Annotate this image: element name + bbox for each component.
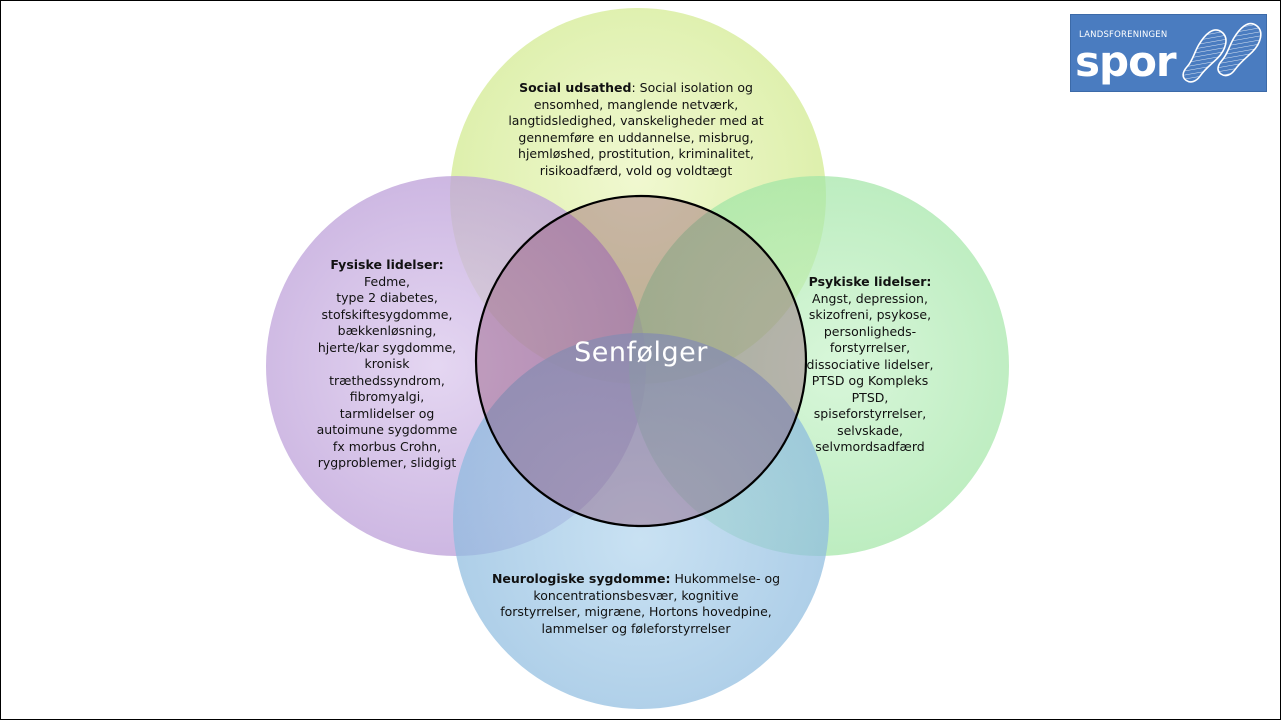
text-physical-line-4: bækkenløsning, bbox=[337, 323, 437, 338]
text-neurological-line-3: forstyrrelser, migræne, Hortons hovedpin… bbox=[500, 604, 772, 619]
text-psychiatric-line-3: personligheds- bbox=[823, 323, 917, 339]
text-neurological-line-1: Hukommelse- og bbox=[670, 571, 781, 586]
text-physical-line-2: type 2 diabetes, bbox=[336, 290, 438, 305]
text-physical-line-9: tarmlidelser og bbox=[339, 405, 435, 421]
text-physical-line-11: fx morbus Crohn, bbox=[332, 438, 442, 454]
heading-neurological: Neurologiske sygdomme: bbox=[491, 571, 671, 586]
text-psychiatric: Psykiske lidelser: Angst, depression, sk… bbox=[777, 274, 963, 456]
heading-psychiatric: Psykiske lidelser: bbox=[808, 274, 932, 289]
text-social-line-1: : Social isolation og bbox=[631, 80, 753, 95]
heading-social: Social udsathed bbox=[519, 80, 632, 95]
text-physical-line-10: autoimune sygdomme bbox=[316, 422, 458, 437]
text-psychiatric-line-9: selvskade, bbox=[837, 422, 903, 438]
text-social-line-4: gennemføre en uddannelse, misbrug, bbox=[518, 129, 754, 145]
text-neurological-line-4: lammelser og føleforstyrrelser bbox=[541, 620, 731, 636]
text-social: Social udsathed: Social isolation og ens… bbox=[481, 80, 791, 179]
circle-center bbox=[474, 194, 808, 528]
text-psychiatric-line-4: forstyrrelser, bbox=[829, 340, 911, 355]
text-physical-line-7: træthedssyndrom, bbox=[329, 372, 445, 388]
text-physical-line-5: hjerte/kar sygdomme, bbox=[317, 339, 457, 355]
text-physical-line-3: stofskiftesygdomme, bbox=[321, 306, 453, 322]
text-psychiatric-line-7: PTSD, bbox=[851, 389, 889, 405]
text-physical-line-6: kronisk bbox=[364, 356, 410, 371]
heading-physical: Fysiske lidelser: bbox=[330, 257, 444, 272]
footprints-icon bbox=[1182, 22, 1262, 83]
center-label: Senfølger bbox=[574, 337, 708, 368]
logo: LANDSFORENINGEN spor bbox=[1070, 14, 1267, 92]
text-physical: Fysiske lidelser: Fedme, type 2 diabetes… bbox=[297, 257, 477, 472]
text-psychiatric-line-1: Angst, depression, bbox=[812, 290, 928, 306]
text-social-line-5: hjemløshed, prostitution, kriminalitet, bbox=[518, 146, 754, 161]
text-social-line-3: langtidsledighed, vanskeligheder med at bbox=[508, 113, 764, 128]
text-psychiatric-line-5: dissociative lidelser, bbox=[806, 356, 934, 372]
text-physical-line-8: fibromyalgi, bbox=[349, 389, 425, 404]
logo-big-text: spor bbox=[1075, 37, 1177, 86]
circle-neurological bbox=[453, 333, 829, 709]
text-neurological: Neurologiske sygdomme: Hukommelse- og ko… bbox=[481, 571, 791, 637]
text-social-line-6: risikoadfærd, vold og voldtægt bbox=[539, 162, 733, 178]
logo-small-text: LANDSFORENINGEN bbox=[1079, 30, 1168, 40]
text-physical-line-1: Fedme, bbox=[364, 273, 410, 289]
text-psychiatric-line-6: PTSD og Kompleks bbox=[811, 373, 929, 388]
text-physical-line-12: rygproblemer, slidgigt bbox=[317, 455, 457, 470]
text-social-line-2: ensomhed, manglende netværk, bbox=[533, 96, 739, 112]
text-psychiatric-line-2: skizofreni, psykose, bbox=[808, 307, 932, 322]
text-psychiatric-line-10: selvmordsadfærd bbox=[815, 439, 925, 454]
text-neurological-line-2: koncentrationsbesvær, kognitive bbox=[533, 587, 739, 603]
text-psychiatric-line-8: spiseforstyrrelser, bbox=[813, 406, 927, 421]
